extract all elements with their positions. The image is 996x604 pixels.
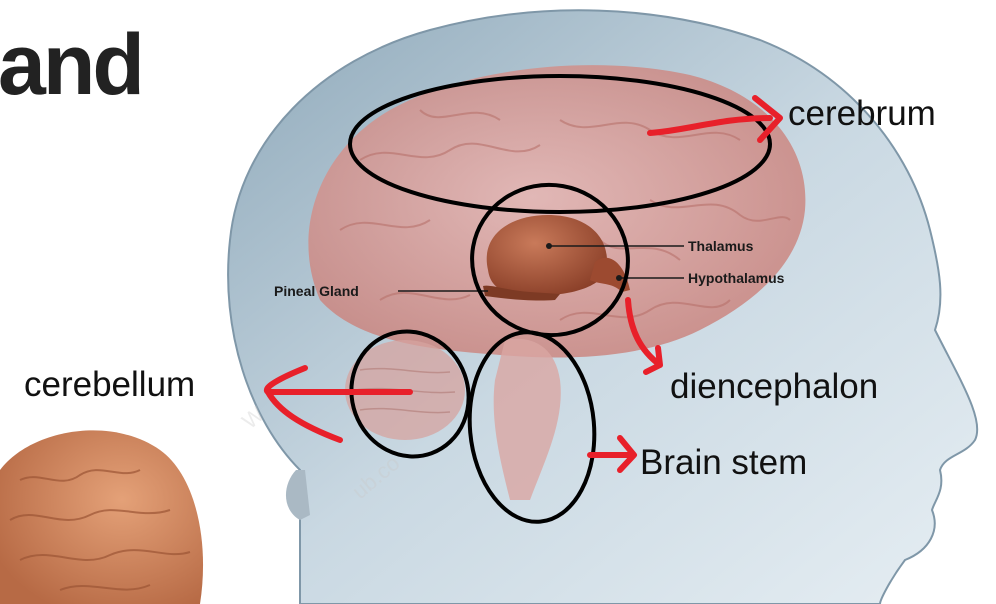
pineal-gland-label: Pineal Gland: [274, 283, 359, 299]
corner-brain-image: [0, 430, 203, 604]
hypothalamus-label: Hypothalamus: [688, 270, 785, 286]
thalamus-shape: [487, 215, 607, 296]
brainstem-annotation: Brain stem: [640, 443, 807, 482]
cerebrum-annotation: cerebrum: [788, 94, 936, 133]
thalamus-label: Thalamus: [688, 238, 754, 254]
thalamus-marker: [546, 243, 552, 249]
hypothalamus-marker: [616, 275, 622, 281]
cerebellum-annotation: cerebellum: [24, 365, 195, 404]
diencephalon-annotation: diencephalon: [670, 367, 878, 406]
